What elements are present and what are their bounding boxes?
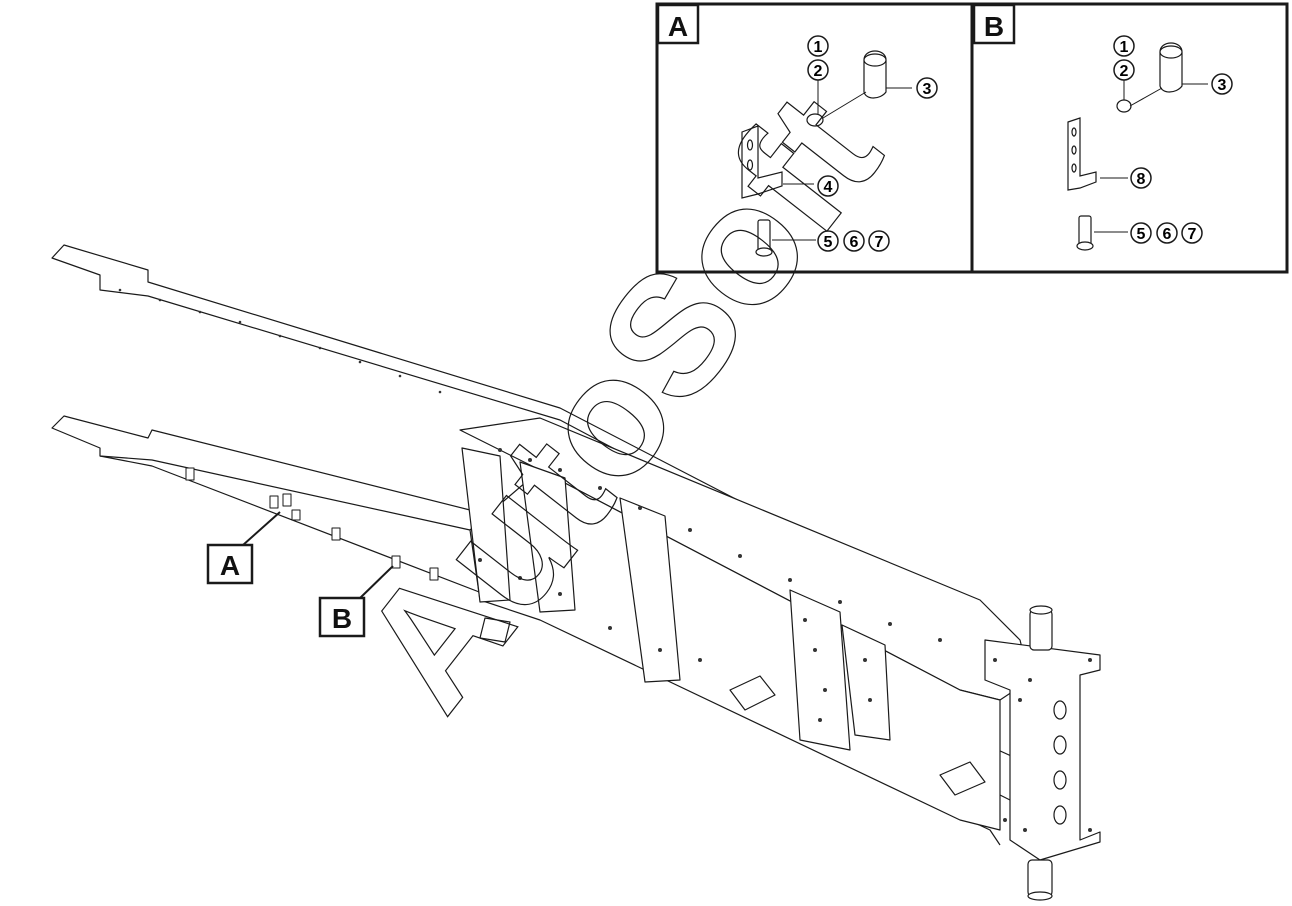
chassis-frame-drawing [51, 244, 1101, 901]
panel-B-callout-8: 8 [1137, 171, 1146, 188]
panel-B-callout-5: 5 [1137, 226, 1146, 243]
panel-A-callout-2: 2 [814, 63, 823, 80]
cross-member-4 [789, 589, 851, 751]
hole-pattern [118, 288, 1092, 832]
hose-brackets [185, 467, 439, 581]
cross-member-1 [461, 447, 511, 603]
main-label-A: A [206, 511, 281, 585]
cross-member-5 [841, 624, 891, 741]
panel-A-callout-7: 7 [875, 234, 884, 251]
detail-panel-A: A [656, 3, 938, 257]
cross-member-3 [619, 497, 681, 683]
panel-A-callout-4: 4 [824, 179, 833, 196]
panel-A-letter: A [668, 11, 688, 42]
cross-member-2 [519, 461, 576, 613]
panel-B-callout-6: 6 [1163, 226, 1172, 243]
main-label-B-text: B [332, 603, 352, 634]
main-label-A-text: A [220, 550, 240, 581]
frame-body-lower [469, 469, 1001, 831]
bottom-pin [1027, 859, 1053, 897]
panel-A-callout-1: 1 [814, 39, 823, 56]
panel-A-callout-5: 5 [824, 234, 833, 251]
detail-inset: A [655, 2, 1289, 274]
panel-B-callout-1: 1 [1120, 39, 1129, 56]
panel-A-callout-6: 6 [850, 234, 859, 251]
panel-A-callout-3: 3 [923, 81, 932, 98]
panel-B-callout-2: 2 [1120, 63, 1129, 80]
end-plate [984, 639, 1101, 861]
panel-B-callout-3: 3 [1218, 77, 1227, 94]
detail-panel-B: B 1 2 [972, 3, 1233, 251]
top-pin [1029, 609, 1053, 651]
panel-B-callout-7: 7 [1188, 226, 1197, 243]
main-label-B: B [318, 565, 394, 638]
panel-B-letter: B [984, 11, 1004, 42]
